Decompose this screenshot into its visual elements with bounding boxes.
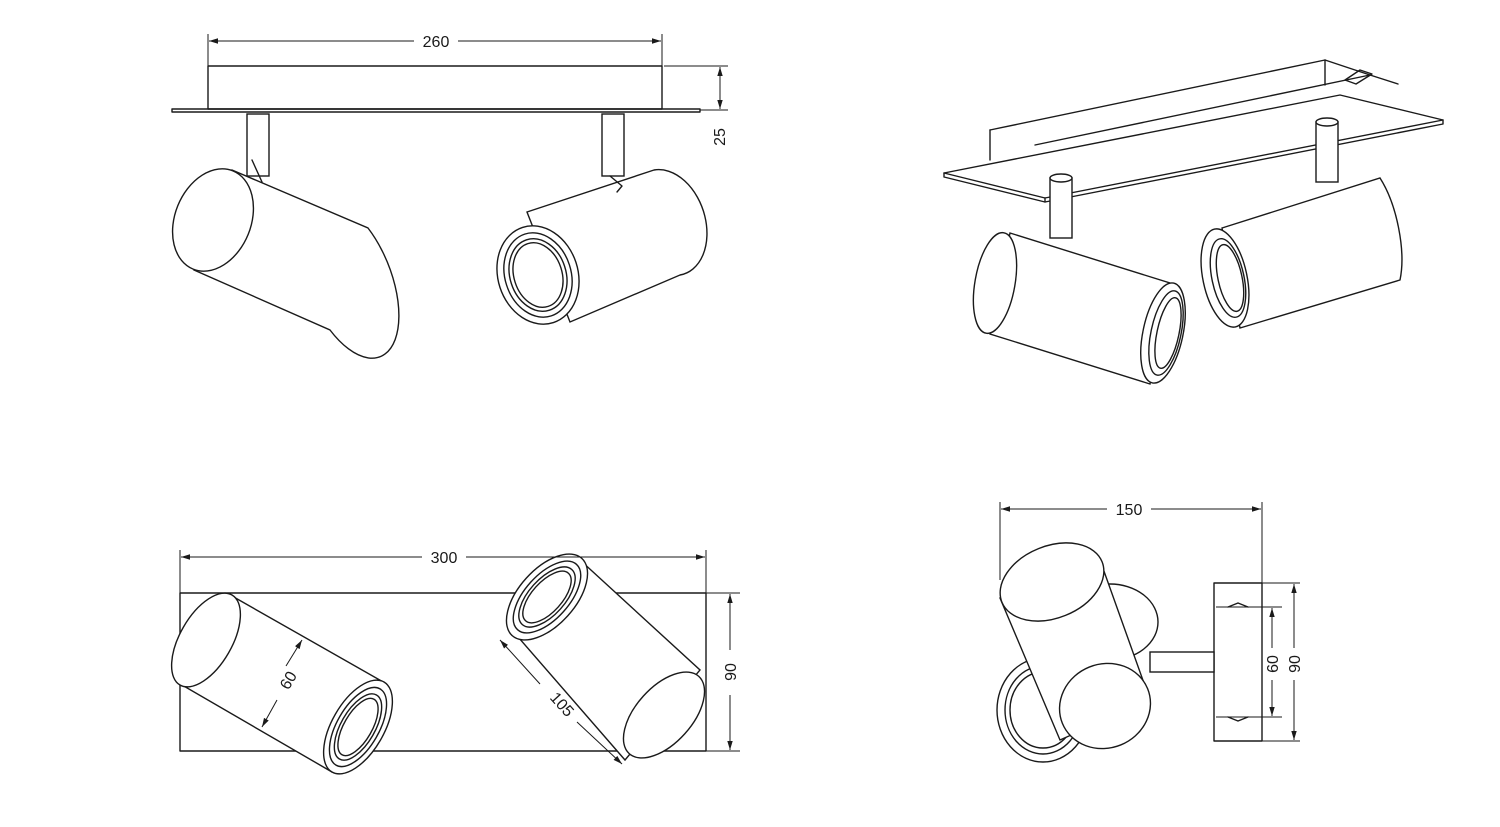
iso-view bbox=[943, 59, 1444, 385]
iso-stem-right bbox=[1315, 121, 1339, 183]
front-stem-right bbox=[601, 113, 625, 177]
plan-head-right bbox=[505, 553, 706, 762]
side-head-front bbox=[999, 542, 1152, 750]
front-view: 260 25 bbox=[171, 34, 729, 359]
side-view: 150 60 90 bbox=[996, 502, 1304, 763]
dim-side-width: 150 bbox=[1116, 502, 1143, 519]
front-head-right bbox=[496, 168, 708, 325]
dim-plan-depth: 90 bbox=[723, 663, 740, 681]
front-stem-left bbox=[246, 113, 270, 177]
front-flange bbox=[171, 108, 701, 113]
dim-head-diameter: 60 bbox=[277, 669, 301, 693]
iso-stem-left bbox=[1049, 177, 1073, 239]
dim-front-height: 25 bbox=[712, 128, 729, 146]
front-head-left bbox=[171, 159, 400, 359]
side-arm bbox=[1149, 651, 1215, 673]
iso-head-right bbox=[1200, 177, 1403, 329]
dim-side-inner: 60 bbox=[1265, 655, 1282, 673]
dim-side-outer: 90 bbox=[1287, 655, 1304, 673]
iso-head-left bbox=[972, 231, 1186, 385]
dim-front-width: 260 bbox=[423, 34, 450, 51]
plan-head-left bbox=[170, 592, 394, 775]
front-base-box bbox=[207, 65, 663, 110]
dim-plan-width: 300 bbox=[431, 550, 458, 567]
iso-box-top bbox=[989, 59, 1371, 146]
plan-view: 300 90 60 105 bbox=[170, 550, 740, 775]
